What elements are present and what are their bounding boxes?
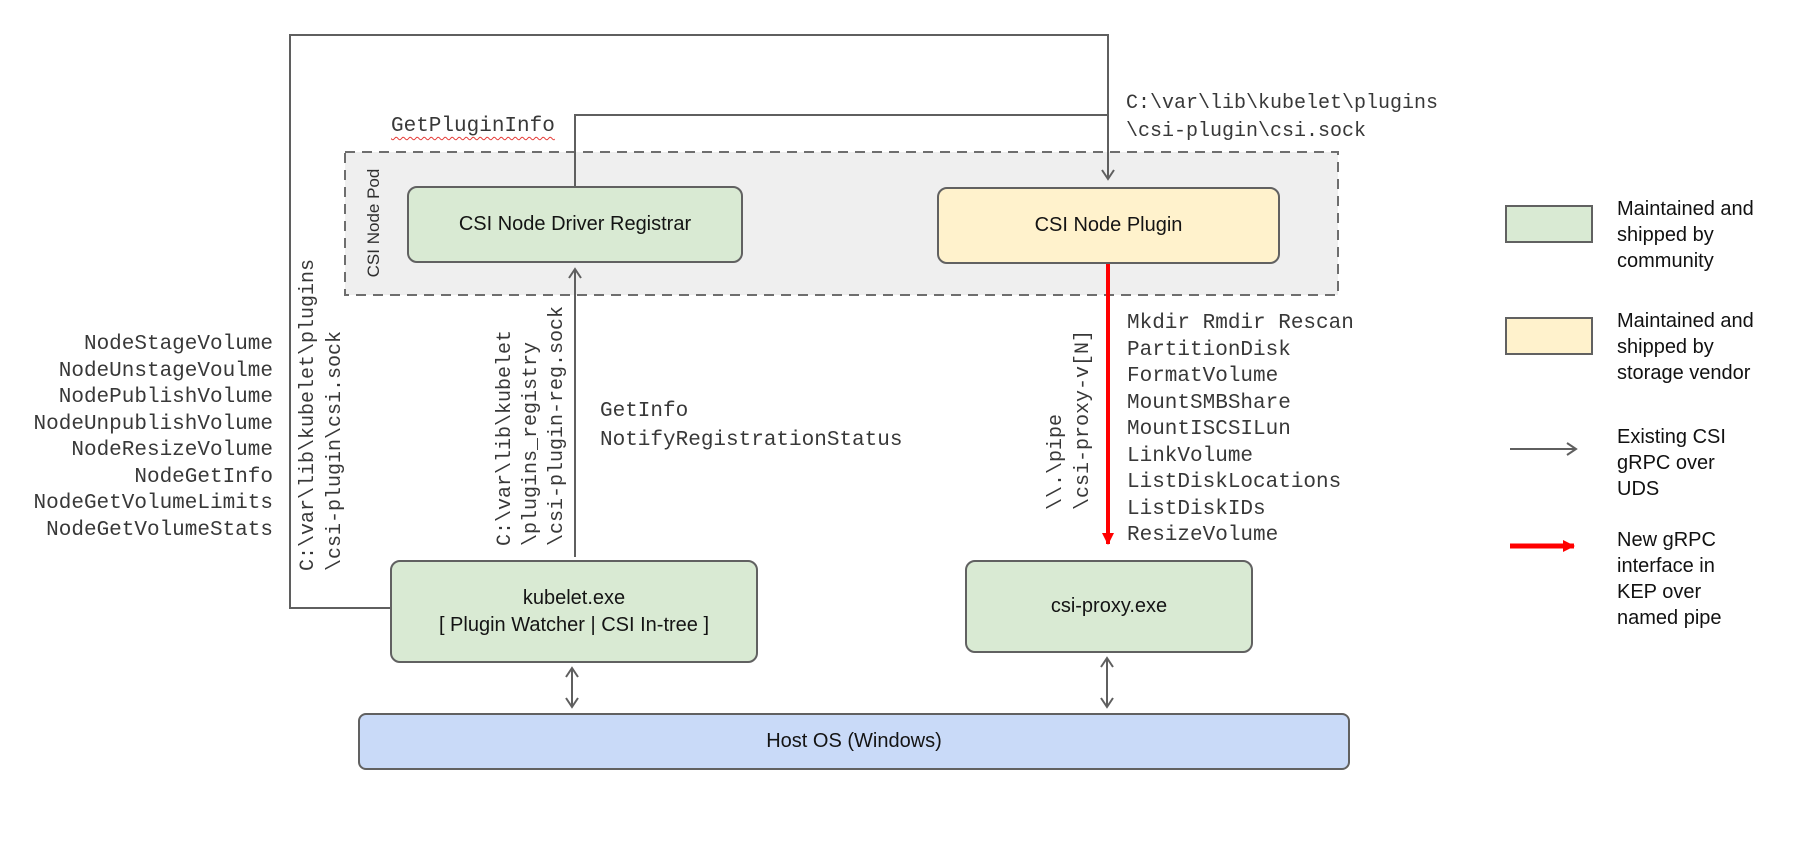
node-rpc-item: NodePublishVolume xyxy=(58,386,273,409)
csi-node-plugin-box: CSI Node Plugin xyxy=(937,187,1280,264)
kubelet-box: kubelet.exe [ Plugin Watcher | CSI In-tr… xyxy=(390,560,758,663)
node-rpc-item: NodeUnpublishVolume xyxy=(33,412,273,436)
legend-vendor-label: Maintained and shipped by storage vendor xyxy=(1617,310,1754,384)
node-rpc-item: NodeGetInfo xyxy=(134,465,273,489)
node-rpc-item: NodeResizeVolume xyxy=(71,439,273,462)
csi-sock-path-label-left: C:\var\lib\kubelet\plugins \csi-plugin\c… xyxy=(297,258,347,572)
proxy-rpc-item: Mkdir Rmdir Rescan xyxy=(1127,312,1354,335)
registration-rpcs-label: GetInfo NotifyRegistrationStatus xyxy=(600,400,903,452)
plugin-registry-sock-label: C:\var\lib\kubelet \plugins_registry \cs… xyxy=(494,305,569,547)
csi-node-pod-label: CSI Node Pod xyxy=(364,168,383,278)
legend-community-swatch xyxy=(1505,205,1593,243)
proxy-rpc-item: MountISCSILun xyxy=(1127,418,1291,441)
csi-sock-path-label-top: C:\var\lib\kubelet\plugins \csi-plugin\c… xyxy=(1126,92,1439,143)
node-rpc-item: NodeStageVolume xyxy=(83,333,273,356)
legend-uds-label: Existing CSI gRPC over UDS xyxy=(1617,426,1726,500)
named-pipe-label: \\.\pipe \csi-proxy-v[N] xyxy=(1045,329,1095,511)
proxy-rpc-item: ListDiskLocations xyxy=(1127,471,1342,494)
proxy-rpc-item: ResizeVolume xyxy=(1127,524,1279,547)
legend-community-label: Maintained and shipped by community xyxy=(1617,198,1754,272)
proxy-rpc-item: LinkVolume xyxy=(1127,444,1254,468)
getplugininfo-label: GetPluginInfo xyxy=(391,115,555,138)
csi-proxy-box: csi-proxy.exe xyxy=(965,560,1253,653)
proxy-rpc-item: ListDiskIDs xyxy=(1127,497,1266,521)
legend-namedpipe-label: New gRPC interface in KEP over named pip… xyxy=(1617,529,1722,629)
csi-node-driver-registrar-box: CSI Node Driver Registrar xyxy=(407,186,743,263)
proxy-rpc-item: MountSMBShare xyxy=(1127,391,1291,415)
node-rpc-item: NodeGetVolumeStats xyxy=(46,518,273,542)
proxy-rpc-item: PartitionDisk xyxy=(1127,338,1291,362)
legend-vendor-swatch xyxy=(1505,317,1593,355)
registrar-getplugininfo-line xyxy=(574,114,1107,186)
node-rpc-item: NodeGetVolumeLimits xyxy=(33,492,273,515)
host-os-box: Host OS (Windows) xyxy=(358,713,1350,770)
node-rpc-item: NodeUnstageVoulme xyxy=(58,359,273,383)
kubelet-to-plugin-uds-line xyxy=(289,34,1115,609)
proxy-rpc-item: FormatVolume xyxy=(1127,365,1279,388)
